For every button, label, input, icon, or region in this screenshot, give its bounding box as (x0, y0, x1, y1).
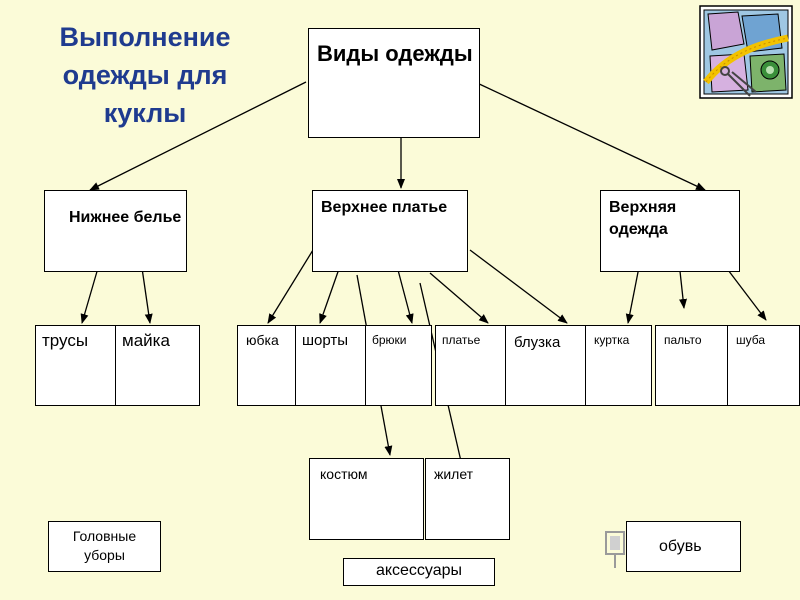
arrow-outerwear-kurtka (625, 261, 641, 324)
item-yubka: юбка (237, 325, 296, 406)
item-trusy-label: трусы (42, 331, 89, 350)
extra-footwear-label: обувь (659, 538, 702, 555)
extra-headwear-label: Головные уборы (72, 528, 137, 563)
item-shorty-label: шорты (302, 332, 349, 349)
item-trusy: трусы (35, 325, 116, 406)
item-kostyum: костюм (309, 458, 424, 540)
arrow-root-under (89, 81, 307, 191)
item-bryuki: брюки (365, 325, 432, 406)
item-palto: пальто (655, 325, 728, 406)
item-kurtka-label: куртка (594, 333, 630, 347)
category-outer-dress-label: Верхнее платье (321, 199, 448, 216)
category-outer-dress: Верхнее платье (312, 190, 468, 272)
item-kurtka: куртка (585, 325, 652, 406)
item-kostyum-label: костюм (320, 466, 368, 482)
extra-accessories-label: аксессуары (375, 562, 463, 579)
smart-tag-icon (604, 530, 628, 575)
arrow-under-maika (141, 267, 153, 324)
arrow-root-outerwear (474, 81, 706, 191)
category-under-label: Нижнее белье (69, 209, 182, 226)
item-platye-label: платье (442, 333, 481, 347)
root-node: Виды одежды (308, 28, 480, 138)
arrow-dress-platye (429, 272, 489, 324)
category-outerwear-label: Верхняя одежда (609, 199, 677, 238)
item-shorty: шорты (295, 325, 366, 406)
item-zhilet: жилет (425, 458, 510, 540)
item-palto-label: пальто (664, 333, 702, 347)
category-outerwear: Верхняя одежда (600, 190, 740, 272)
extra-headwear: Головные уборы (48, 521, 161, 572)
item-bluzka-label: блузка (514, 334, 561, 351)
category-under: Нижнее белье (44, 190, 187, 272)
root-label: Виды одежды (317, 41, 473, 66)
item-maika: майка (115, 325, 200, 406)
extra-accessories: аксессуары (343, 558, 495, 586)
arrow-dress-bryuki (397, 269, 414, 324)
page-title: Выполнение одежды для куклы (59, 22, 231, 128)
item-platye: платье (435, 325, 506, 406)
arrow-under-trusy (80, 267, 99, 324)
item-yubka-label: юбка (246, 332, 279, 348)
arrow-dress-shorty (319, 265, 341, 324)
item-shuba-label: шуба (736, 333, 766, 347)
item-bluzka: блузка (505, 325, 586, 406)
arrow-dress-yubka (267, 249, 314, 324)
extra-footwear: обувь (626, 521, 741, 572)
sewing-clipart-icon (698, 4, 794, 105)
arrow-dress-bluzka (469, 249, 568, 324)
item-shuba: шуба (727, 325, 800, 406)
item-bryuki-label: брюки (372, 333, 407, 347)
item-zhilet-label: жилет (434, 466, 474, 482)
item-maika-label: майка (122, 331, 170, 350)
